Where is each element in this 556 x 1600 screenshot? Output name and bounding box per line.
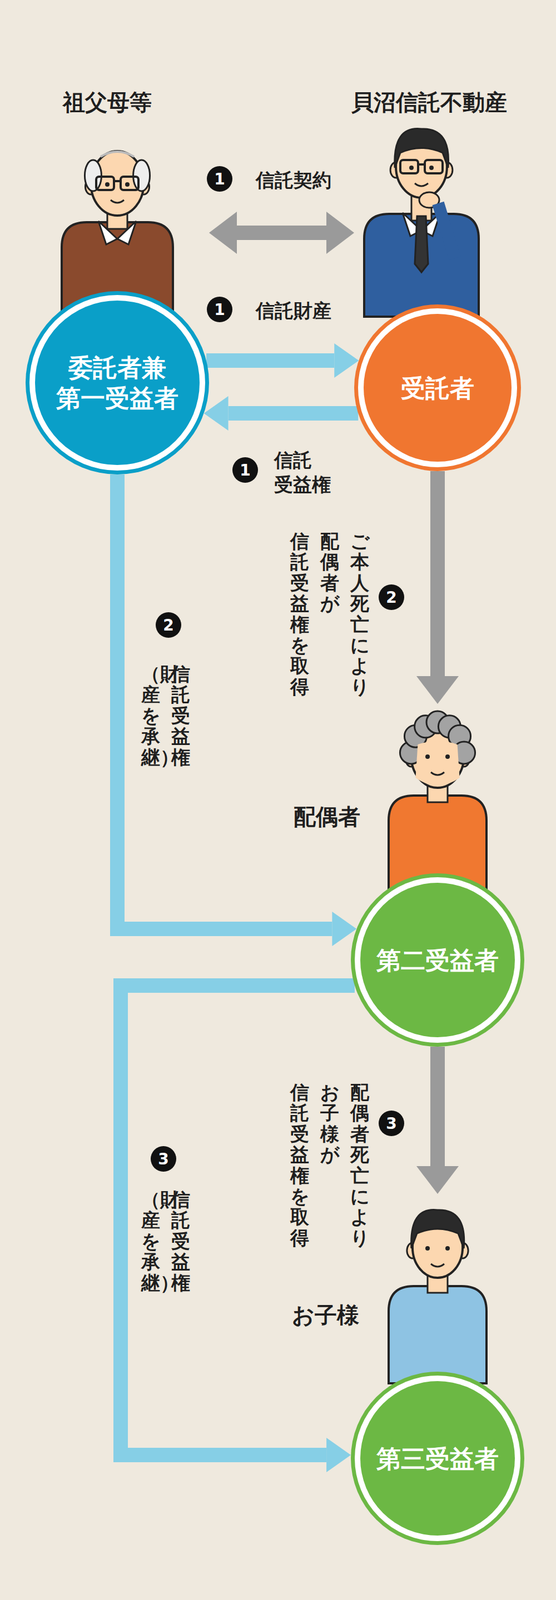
eye xyxy=(105,182,110,187)
circle-fill xyxy=(363,314,512,463)
callout-number: 2 xyxy=(378,584,405,611)
eye xyxy=(125,182,130,187)
text-column: 信託受益権 xyxy=(171,664,191,769)
arm xyxy=(438,203,455,259)
edge-label: 信託 受益権 xyxy=(274,448,339,498)
node-text: 第二受益者 xyxy=(376,945,499,977)
party-label: 貝沼信託不動産 xyxy=(351,87,508,118)
node-text: 委託者兼 第一受益者 xyxy=(48,352,186,414)
text-column: ご本人死亡により xyxy=(350,531,370,698)
callout-number: 2 xyxy=(155,612,182,639)
mouth xyxy=(110,200,124,203)
eye xyxy=(409,165,414,171)
white-ring xyxy=(354,1376,521,1543)
text-column: 配偶者死亡により xyxy=(350,1083,370,1250)
outer-ring xyxy=(354,304,521,472)
circle-fill xyxy=(360,1382,515,1537)
edge-label: 信託財産 xyxy=(255,298,332,324)
hair xyxy=(100,151,134,157)
mouth xyxy=(414,183,429,187)
text-column: 信託受益権 xyxy=(171,1190,191,1295)
trustee-figure xyxy=(364,128,479,317)
flow-arrow xyxy=(206,353,335,369)
mouth xyxy=(430,772,445,776)
party-label: お子様 xyxy=(291,1301,360,1332)
text-column: （財産を承継） xyxy=(141,1190,161,1295)
eye xyxy=(425,1247,430,1252)
callout-number: 3 xyxy=(150,1147,177,1173)
circle-fill xyxy=(360,883,515,1039)
flow-arrow xyxy=(236,225,327,241)
eye xyxy=(445,755,450,760)
glasses xyxy=(113,180,121,183)
glasses xyxy=(120,176,139,191)
edge-label: ご本人死亡により 配偶者が 信託受益権を取得 xyxy=(290,531,370,698)
trustee-circle: 受託者 xyxy=(354,304,521,472)
body xyxy=(364,214,479,317)
face xyxy=(415,741,460,787)
text-column: お子様が xyxy=(320,1083,340,1167)
white-ring xyxy=(354,877,521,1044)
callout-number: 1 xyxy=(232,457,258,484)
beneficiary-circle: 第三受益者 xyxy=(350,1372,525,1547)
eye xyxy=(425,755,430,760)
text-column: 信託受益権を取得 xyxy=(290,531,310,698)
glasses xyxy=(424,160,443,174)
eye xyxy=(445,1247,450,1252)
glasses xyxy=(400,160,419,174)
hair xyxy=(394,128,449,168)
circle-fill xyxy=(35,300,200,466)
text-column: （財産を承継） xyxy=(141,664,161,769)
outer-ring xyxy=(350,1372,525,1547)
hair xyxy=(133,160,151,192)
body xyxy=(388,1287,487,1385)
collar xyxy=(98,221,137,245)
flow-arrow xyxy=(120,986,355,1457)
node-text: 受託者 xyxy=(400,373,475,404)
callout-number: 1 xyxy=(206,296,233,323)
tie xyxy=(414,216,429,273)
beneficiary-circle: 第二受益者 xyxy=(350,874,525,1048)
flow-arrow xyxy=(228,406,359,421)
spouse-figure xyxy=(388,711,487,890)
flow-arrow xyxy=(430,1047,445,1168)
child-figure xyxy=(388,1210,487,1385)
hair xyxy=(84,160,102,192)
glasses xyxy=(96,176,114,191)
party-label: 配偶者 xyxy=(293,802,361,833)
node-text: 第三受益者 xyxy=(376,1444,499,1476)
text-column: 信託受益権を取得 xyxy=(290,1083,310,1250)
outer-ring xyxy=(350,874,525,1048)
eye xyxy=(429,165,434,171)
edge-label: 配偶者死亡により お子様が 信託受益権を取得 xyxy=(290,1083,370,1250)
flow-arrow xyxy=(117,474,332,930)
circle-outline xyxy=(25,291,210,475)
mouth xyxy=(430,1264,445,1268)
hair xyxy=(411,1210,465,1250)
outer-ring xyxy=(25,291,210,475)
flow-arrow xyxy=(430,471,445,677)
party-label: 祖父母等 xyxy=(62,87,152,118)
white-ring xyxy=(29,295,206,471)
settlor-circle: 委託者兼 第一受益者 xyxy=(25,291,210,475)
callout-number: 1 xyxy=(206,166,233,192)
callout-number: 3 xyxy=(378,1111,405,1138)
glasses xyxy=(418,163,425,166)
white-ring xyxy=(358,308,518,468)
edge-label: 信託受益権 （財産を承継） xyxy=(141,1190,191,1295)
edge-label: 信託受益権 （財産を承継） xyxy=(141,664,191,769)
edge-label: 信託契約 xyxy=(255,167,332,193)
text-column: 配偶者が xyxy=(320,531,340,615)
